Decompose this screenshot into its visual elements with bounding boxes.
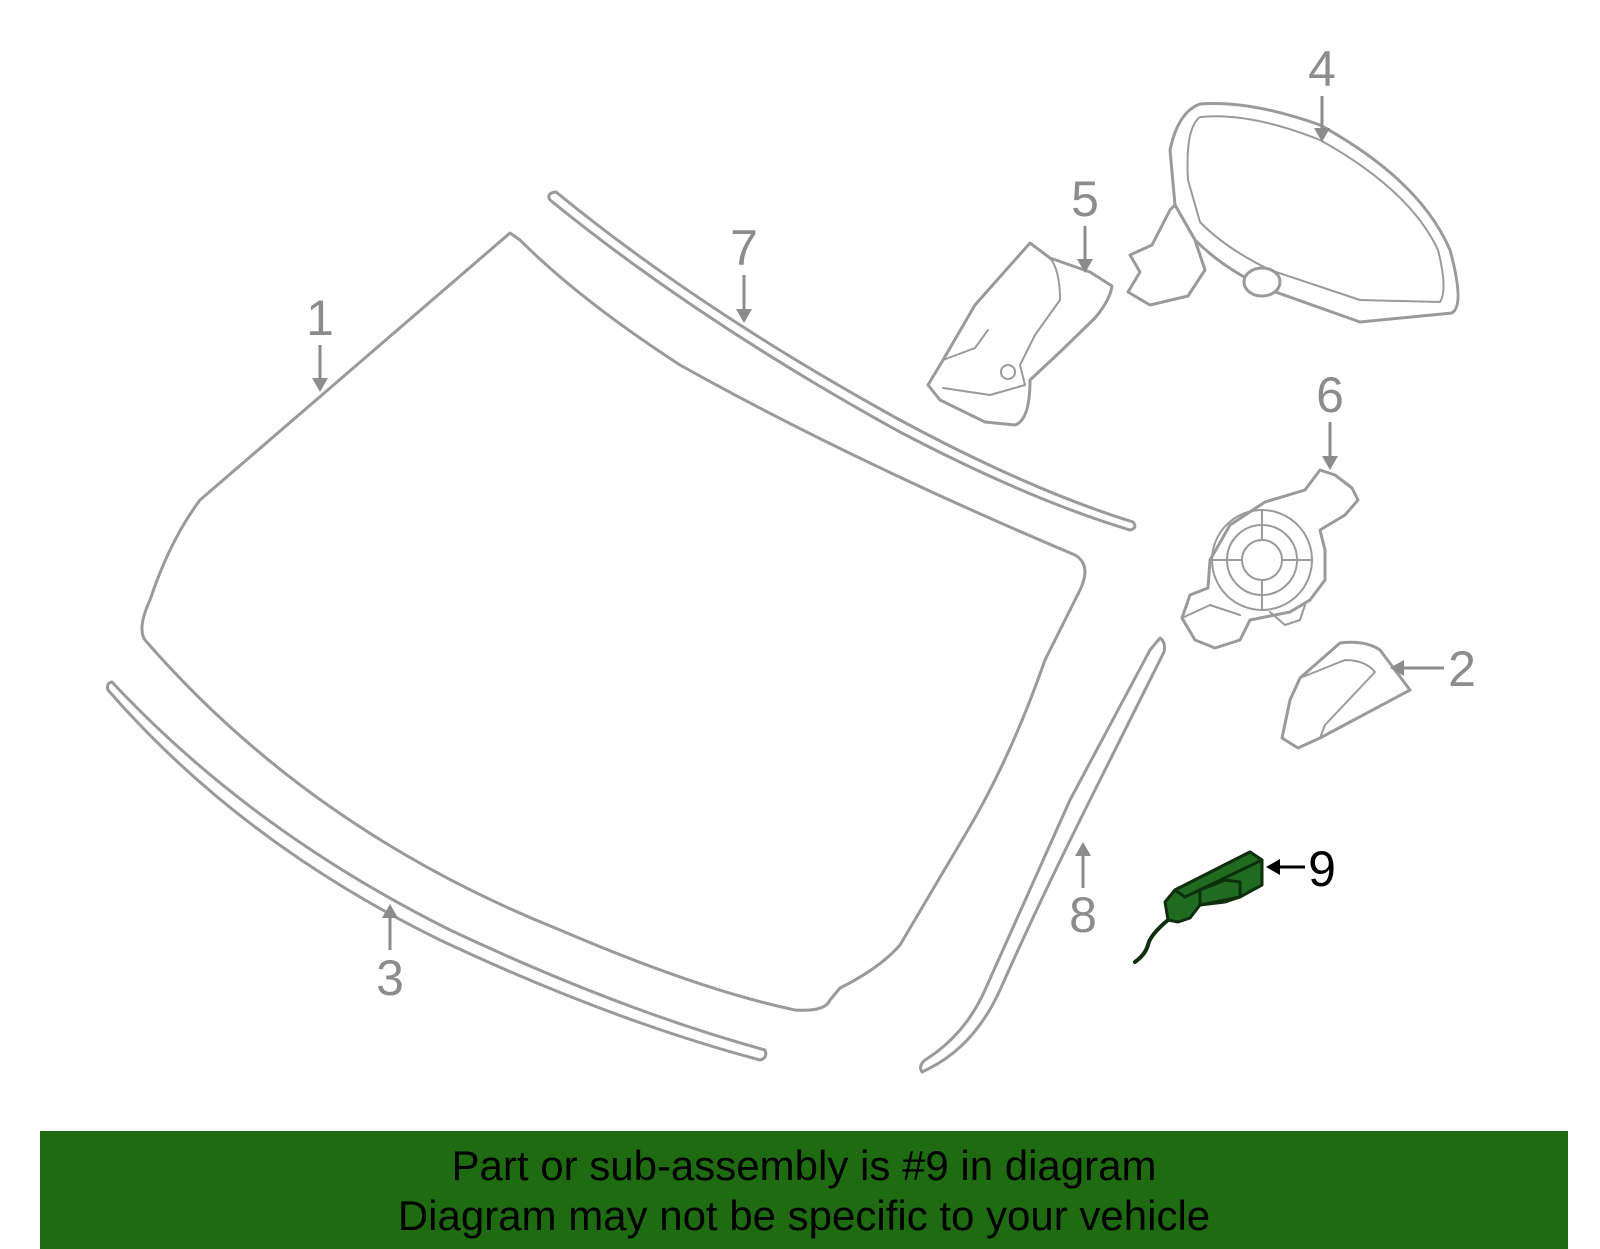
- callout-8: 8: [1069, 842, 1097, 943]
- banner-line-2: Diagram may not be specific to your vehi…: [397, 1192, 1211, 1239]
- svg-text:9: 9: [1308, 841, 1336, 897]
- svg-text:7: 7: [730, 220, 758, 276]
- info-banner: Part or sub-assembly is #9 in diagram Di…: [40, 1131, 1568, 1249]
- svg-text:2: 2: [1448, 641, 1476, 697]
- callout-1: 1: [306, 290, 334, 392]
- svg-text:8: 8: [1069, 887, 1097, 943]
- callout-3: 3: [376, 904, 404, 1006]
- part-4-rearview-mirror[interactable]: [1126, 101, 1460, 324]
- callout-6: 6: [1316, 367, 1344, 470]
- svg-text:6: 6: [1316, 367, 1344, 423]
- part-9-sensor-module[interactable]: [1133, 850, 1264, 964]
- callout-5: 5: [1071, 171, 1099, 273]
- part-7-upper-molding[interactable]: [547, 190, 1137, 532]
- part-1-windshield[interactable]: [140, 231, 1087, 1012]
- part-8-side-molding[interactable]: [919, 636, 1166, 1074]
- banner-line-1: Part or sub-assembly is #9 in diagram: [451, 1142, 1157, 1189]
- part-2-sensor-cover[interactable]: [1280, 640, 1412, 750]
- svg-text:5: 5: [1071, 171, 1099, 227]
- callout-9: 9: [1266, 841, 1336, 897]
- callout-7: 7: [730, 220, 758, 323]
- part-6-rain-sensor[interactable]: [1180, 468, 1360, 650]
- svg-text:3: 3: [376, 950, 404, 1006]
- part-3-lower-molding[interactable]: [106, 680, 768, 1062]
- svg-text:4: 4: [1308, 41, 1336, 97]
- svg-text:1: 1: [306, 290, 334, 346]
- part-5-mirror-bracket[interactable]: [926, 241, 1114, 427]
- callout-2: 2: [1390, 641, 1476, 697]
- callout-4: 4: [1308, 41, 1336, 142]
